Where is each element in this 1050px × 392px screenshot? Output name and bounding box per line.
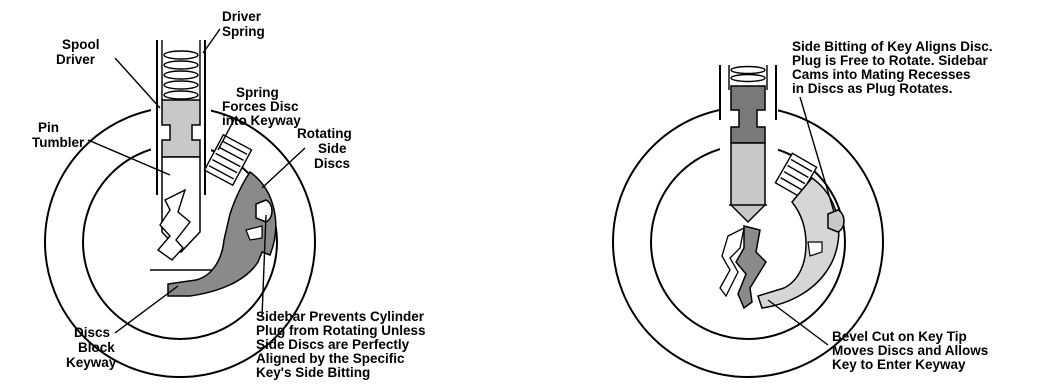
- left-sidebar: [256, 200, 272, 222]
- right-pin-tumbler: [731, 143, 765, 222]
- label-spool-driver: Spool Driver: [56, 37, 103, 67]
- label-side-bitting: Side Bitting of Key Aligns Disc. Plug is…: [792, 39, 996, 96]
- right-sidebar: [828, 210, 844, 232]
- label-rotating-discs: Rotating Side Discs: [297, 126, 356, 171]
- label-sidebar-prevents: Sidebar Prevents Cylinder Plug from Rota…: [256, 309, 429, 380]
- right-rotating-disc: [758, 178, 839, 308]
- label-discs-block: Discs Block Keyway: [66, 325, 119, 370]
- label-pin-tumbler: Pin Tumbler: [32, 120, 85, 150]
- label-bevel-cut: Bevel Cut on Key Tip Moves Discs and All…: [832, 329, 992, 372]
- label-spring-forces: Spring Forces Disc into Keyway: [222, 85, 302, 128]
- label-driver-spring: Driver Spring: [222, 9, 265, 39]
- left-disc-spring: [204, 135, 251, 185]
